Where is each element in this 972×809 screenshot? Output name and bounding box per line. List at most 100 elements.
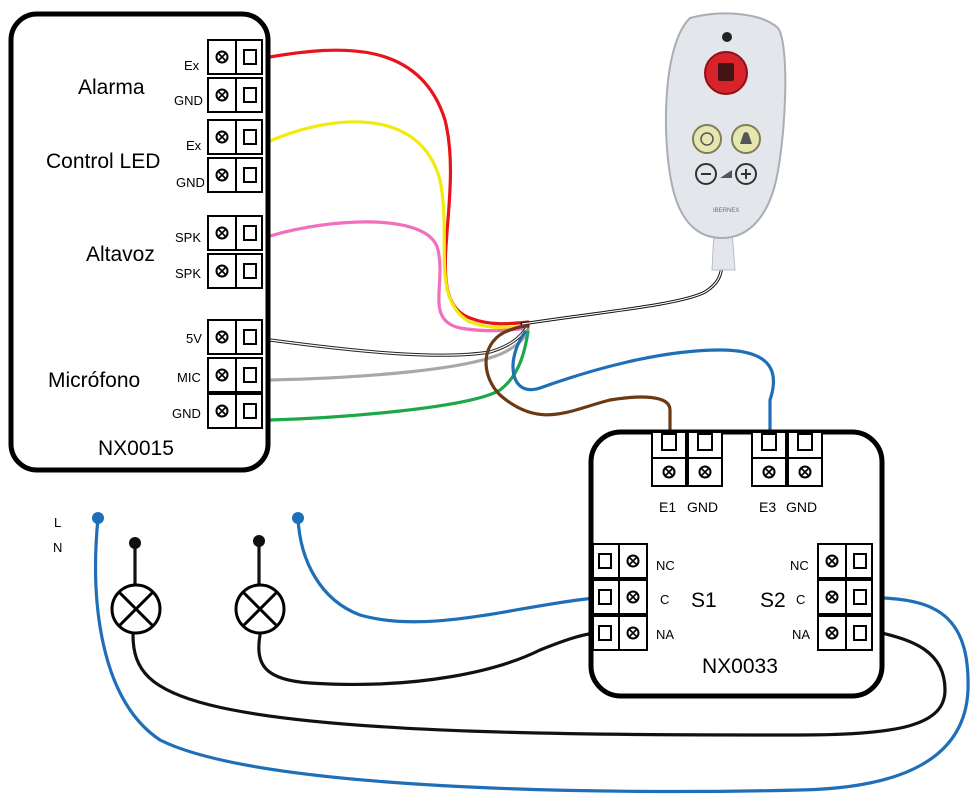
nx0033-module: NX0033 S1 S2 E1 GND E3 GND NC C NA NC C … <box>588 429 885 699</box>
wires <box>94 48 970 794</box>
nx0033-box <box>588 429 885 699</box>
mains-l-wire <box>94 516 970 794</box>
pin-label: GND <box>172 406 201 421</box>
screw-icon <box>762 465 776 479</box>
pin-label: MIC <box>177 370 201 385</box>
pin-label: GND <box>174 93 203 108</box>
gnd-wire <box>268 330 530 422</box>
volume-up-icon <box>735 163 757 185</box>
nx0015-group-label-led: Control LED <box>46 150 160 173</box>
screw-icon <box>215 404 229 418</box>
pin-label: GND <box>786 499 817 515</box>
remote-cable <box>520 260 724 326</box>
terminal <box>207 319 263 355</box>
pin-label: NA <box>656 627 674 642</box>
mains-section: L N <box>53 512 304 635</box>
s1-label: S1 <box>691 589 717 612</box>
terminal <box>687 431 723 487</box>
terminal <box>817 543 873 579</box>
screw-icon <box>626 554 640 568</box>
pin-label: GND <box>176 175 205 190</box>
terminal <box>651 431 687 487</box>
led-wire <box>268 120 530 330</box>
terminal <box>207 77 263 113</box>
terminal <box>592 543 648 579</box>
screw-icon <box>662 465 676 479</box>
screw-icon <box>626 626 640 640</box>
terminal <box>751 431 787 487</box>
nx0015-terminal-block <box>207 39 263 429</box>
nx0033-terminal-blocks <box>592 431 873 651</box>
nx0033-name: NX0033 <box>702 655 778 678</box>
screw-icon <box>626 590 640 604</box>
lamp2-return-wire <box>257 631 597 687</box>
remote-cable-white <box>521 261 723 325</box>
speaker-wire <box>268 220 530 333</box>
terminal <box>817 615 873 651</box>
screw-icon <box>798 465 812 479</box>
screw-icon <box>215 88 229 102</box>
mains-l-dot <box>92 512 104 524</box>
screw-icon <box>825 626 839 640</box>
pin-label: E3 <box>759 499 776 515</box>
pin-label: C <box>796 592 805 607</box>
mic-5v-wire-white <box>269 325 529 356</box>
mains-l-label: L <box>54 515 61 530</box>
e1-wire <box>484 324 672 434</box>
pin-label: E1 <box>659 499 676 515</box>
nx0015-group-label-alarma: Alarma <box>78 76 145 99</box>
terminal <box>207 393 263 429</box>
remote-pushbutton: IBERNEX <box>664 12 787 271</box>
screw-icon <box>215 168 229 182</box>
terminal <box>207 357 263 393</box>
pin-label: NC <box>656 558 675 573</box>
pin-label: NC <box>790 558 809 573</box>
nx0015-box <box>8 11 271 473</box>
screw-icon <box>825 590 839 604</box>
terminal <box>207 253 263 289</box>
terminal <box>207 157 263 193</box>
terminal <box>592 579 648 615</box>
s2-label: S2 <box>760 589 786 612</box>
volume-down-icon <box>695 163 717 185</box>
lamp1-n-dot <box>129 537 141 549</box>
s1-feed-dot <box>292 512 304 524</box>
pin-label: 5V <box>186 331 202 346</box>
mains-n-label: N <box>53 540 62 555</box>
nx0015-group-label-altavoz: Altavoz <box>86 243 155 266</box>
remote-body <box>664 12 787 240</box>
pin-label: SPK <box>175 230 201 245</box>
terminal <box>787 431 823 487</box>
remote-led-icon <box>722 32 732 42</box>
screw-icon <box>215 50 229 64</box>
lamp-icon <box>110 583 162 635</box>
terminal <box>207 215 263 251</box>
light-button-icon <box>692 124 722 154</box>
lamp2-n-dot <box>253 535 265 547</box>
screw-icon <box>698 465 712 479</box>
e3-wire <box>511 330 775 434</box>
pin-label: NA <box>792 627 810 642</box>
pin-label: C <box>660 592 669 607</box>
lamp-icon <box>234 583 286 635</box>
lamp1-return-wire <box>131 631 947 737</box>
nx0015-name: NX0015 <box>98 437 174 460</box>
screw-icon <box>215 368 229 382</box>
remote-brand-text: IBERNEX <box>713 208 739 214</box>
screw-icon <box>215 264 229 278</box>
terminal <box>207 39 263 75</box>
pin-label: SPK <box>175 266 201 281</box>
pin-label: Ex <box>184 58 200 73</box>
screw-icon <box>215 330 229 344</box>
alarm-wire <box>268 48 530 326</box>
pin-label: GND <box>687 499 718 515</box>
terminal <box>817 579 873 615</box>
screw-icon <box>825 554 839 568</box>
nx0015-group-label-microfono: Micrófono <box>48 369 140 392</box>
nx0015-module: Alarma Control LED Altavoz Micrófono NX0… <box>8 11 271 473</box>
screw-icon <box>215 226 229 240</box>
screw-icon <box>215 130 229 144</box>
pin-label: Ex <box>186 138 202 153</box>
terminal <box>592 615 648 651</box>
s1-c-wire <box>296 516 597 624</box>
